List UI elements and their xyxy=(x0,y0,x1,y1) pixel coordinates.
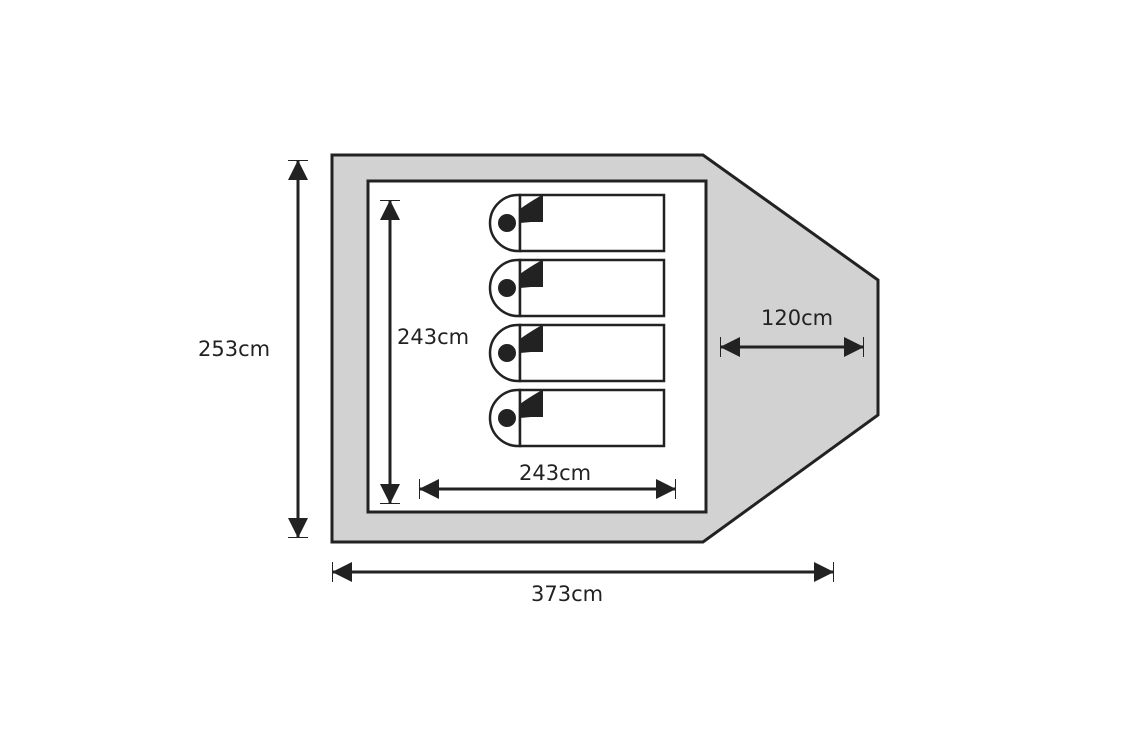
label-porch: 120cm xyxy=(761,306,833,330)
sleeping-bag xyxy=(488,258,666,318)
label-inner-height: 243cm xyxy=(397,325,469,349)
label-total-length: 373cm xyxy=(531,582,603,606)
sleeping-bag xyxy=(488,193,666,253)
label-total-height: 253cm xyxy=(198,337,270,361)
label-inner-width: 243cm xyxy=(519,461,591,485)
sleeping-bag xyxy=(488,388,666,448)
sleeping-bag xyxy=(488,323,666,383)
